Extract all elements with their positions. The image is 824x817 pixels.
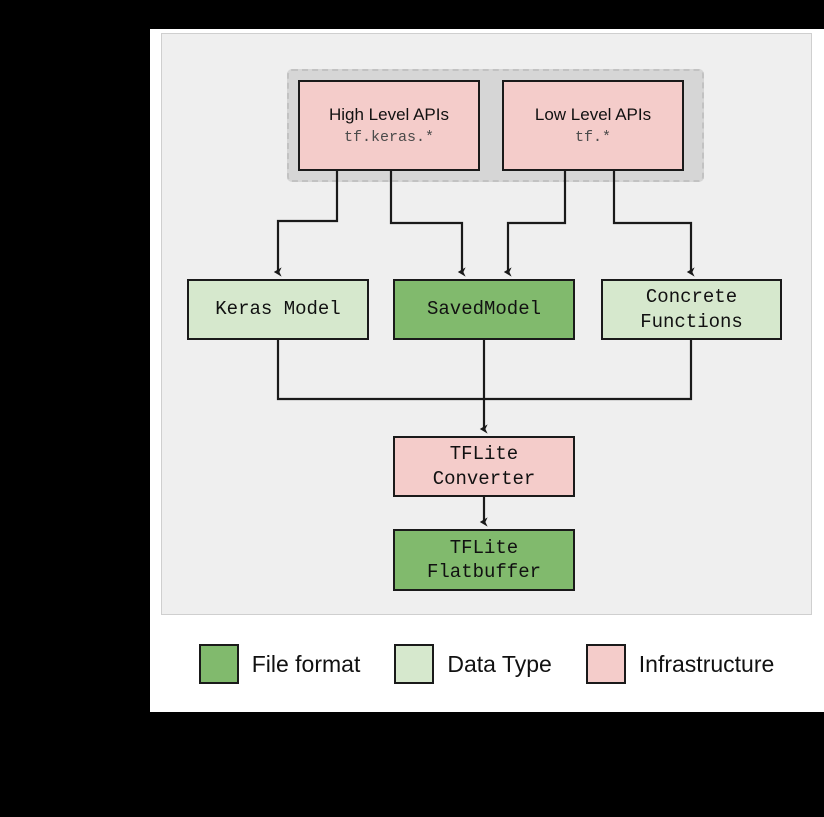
legend-item-infrastructure: Infrastructure [585,644,775,684]
legend-label-data-type: Data Type [447,650,552,677]
legend-label-infrastructure: Infrastructure [638,650,775,677]
legend-swatch-data-type [394,644,435,684]
connector-layer [273,171,695,527]
node-low-level-apis-title: Low Level APIs [534,104,652,124]
node-tflite-converter-title: TFLite Converter [432,443,536,490]
diagram-panel: High Level APIs tf.keras.* Low Level API… [161,33,812,615]
edge-high-level-apis-to-savedmodel [389,171,466,277]
node-high-level-apis[interactable]: High Level APIs tf.keras.* [298,80,480,171]
legend: File format Data Type Infrastructure [161,629,812,699]
figure-card: High Level APIs tf.keras.* Low Level API… [150,29,824,712]
node-tflite-flatbuffer[interactable]: TFLite Flatbuffer [393,529,575,591]
node-low-level-apis[interactable]: Low Level APIs tf.* [502,80,684,171]
legend-label-file-format: File format [251,650,361,677]
edge-low-level-apis-to-savedmodel [503,171,567,277]
node-low-level-apis-subtitle: tf.* [574,128,611,146]
node-tflite-converter[interactable]: TFLite Converter [393,436,575,497]
node-savedmodel-title: SavedModel [426,298,542,321]
node-keras-model-title: Keras Model [215,298,341,321]
node-high-level-apis-title: High Level APIs [328,104,449,124]
node-keras-model[interactable]: Keras Model [187,279,369,340]
node-tflite-flatbuffer-title: TFLite Flatbuffer [426,536,542,583]
node-concrete-functions-title: Concrete Functions [640,286,743,333]
node-savedmodel[interactable]: SavedModel [393,279,575,340]
edge-low-level-apis-to-concrete-functions [612,171,695,277]
legend-item-data-type: Data Type [394,644,552,684]
legend-swatch-file-format [198,644,239,684]
legend-swatch-infrastructure [585,644,626,684]
edge-high-level-apis-to-keras-model [273,171,339,277]
edge-concrete-functions-to-converter [484,340,693,401]
edge-keras-model-to-converter [276,340,484,401]
node-high-level-apis-subtitle: tf.keras.* [343,128,434,146]
legend-item-file-format: File format [198,644,361,684]
node-concrete-functions[interactable]: Concrete Functions [601,279,782,340]
